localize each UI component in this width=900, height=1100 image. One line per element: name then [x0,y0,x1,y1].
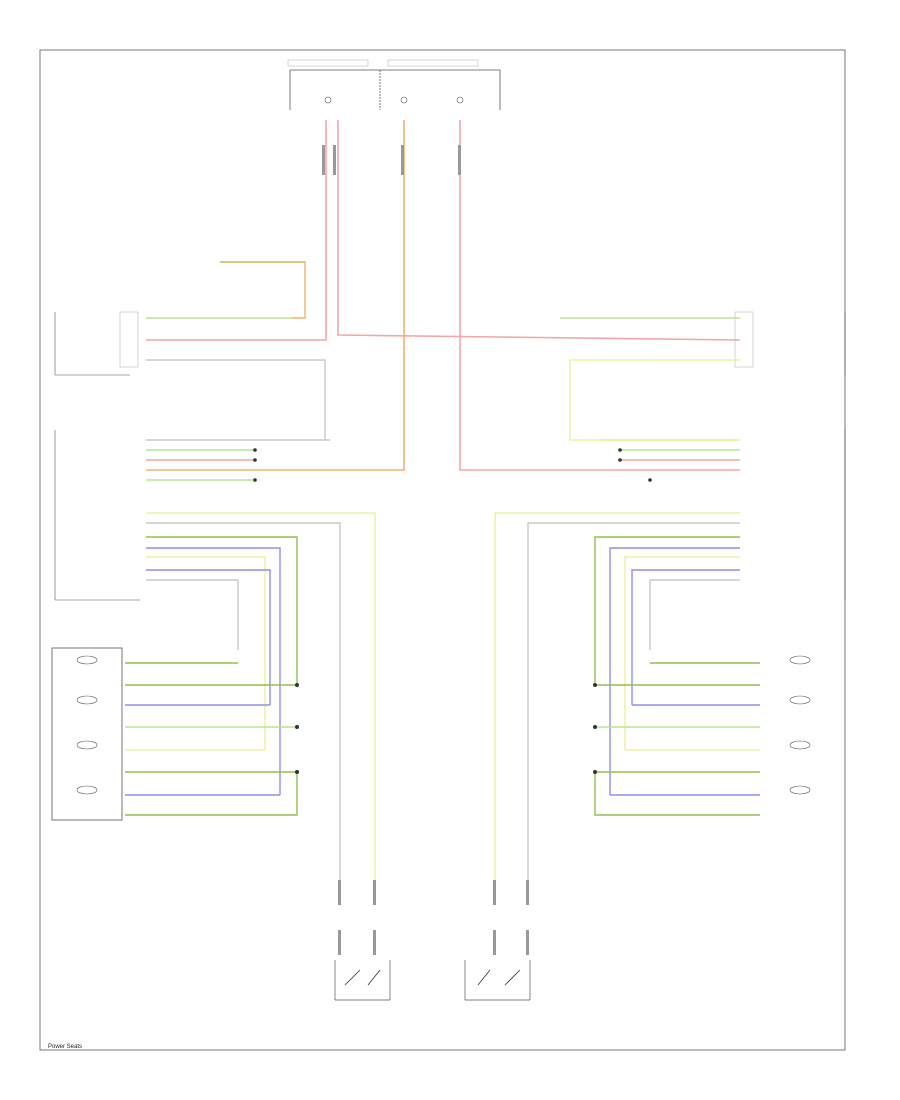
wire-left-dgreen [146,536,298,685]
wire-left-gray2 [146,579,239,650]
right-lumbar-motor-box [789,655,811,795]
wire-right-gray-down [527,522,740,880]
left-bottom-switch [334,960,391,1001]
wire-red-right-module [459,120,740,471]
wire-right-dgreen [594,536,740,685]
splice-dots [253,448,652,774]
wire-right-yellow2 [624,556,740,750]
wire-left-gray-down [146,522,341,880]
right-seat-switch-assembly [734,311,846,375]
wire-label-marks [322,145,461,175]
power-distribution-block [287,59,501,110]
wire-right-yellow-down [494,512,740,880]
wire-right-gray2 [649,579,740,650]
wire-left-blue2 [146,569,271,705]
wire-right-blue2 [631,569,740,705]
wire-left-blue1 [146,547,281,795]
left-seat-switch-assembly [54,311,139,376]
wire-rb-8 [594,772,760,816]
wire-lb-8 [125,772,298,816]
wire-red-right-feed [337,120,741,341]
left-lumbar-motor-box [51,647,123,821]
right-bottom-switch [464,960,531,1001]
wire-orange-feed [146,120,405,471]
wire-right-blue1 [609,547,740,795]
wire-gray-left-switch [146,359,326,440]
wire-yellow-right-switch [569,359,740,441]
diagram-border [39,49,846,1051]
fuse-icon [324,96,464,104]
corner-label: Power Seats [48,1044,82,1050]
wire-red-left-feed [146,120,327,341]
bottom-wire-label-marks [338,880,529,955]
left-seat-control-module [54,430,140,601]
wire-left-yellow2 [146,556,266,750]
wire-left-yellow-down [146,512,376,880]
wire-orange-ground-left [220,261,306,319]
